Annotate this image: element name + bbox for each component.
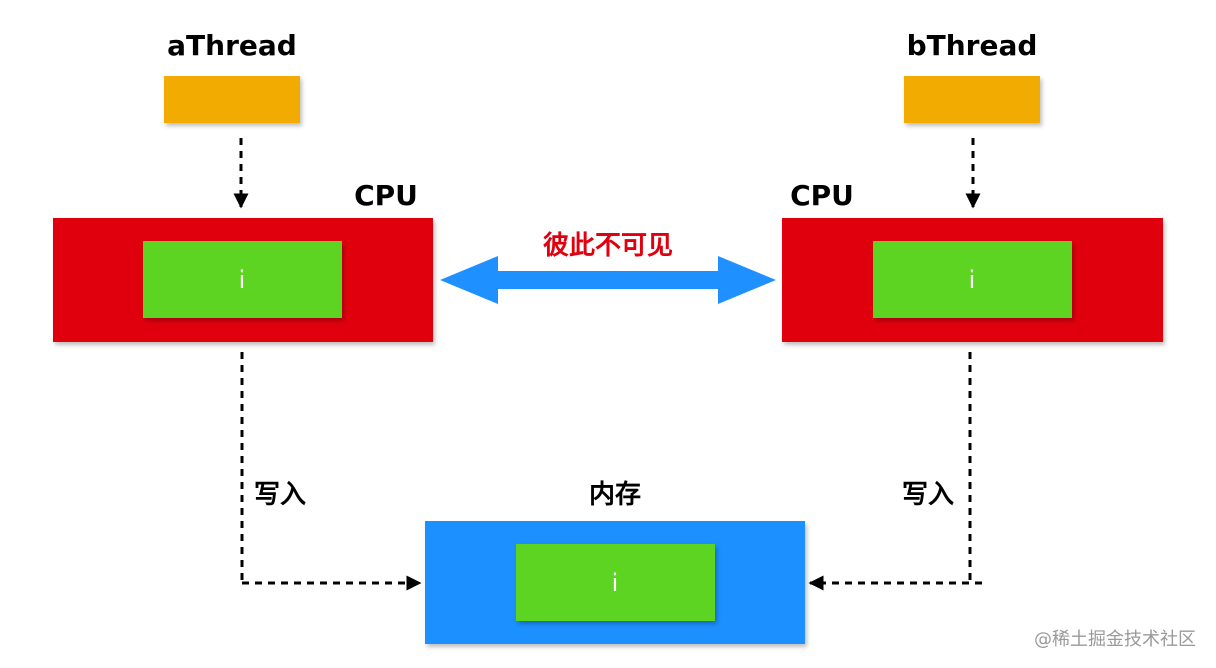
cpu-a-var-label: i — [239, 266, 246, 294]
cpu-b-label: CPU — [790, 179, 854, 212]
memory-var — [516, 544, 715, 621]
write-b-label: 写入 — [902, 480, 954, 510]
athread-label: aThread — [167, 29, 297, 62]
cpu-b-cache-var — [873, 241, 1072, 318]
bthread-label: bThread — [907, 29, 1038, 62]
memory-var-label: i — [612, 569, 619, 597]
watermark: @稀土掘金技术社区 — [1034, 629, 1196, 650]
bidirectional-arrow — [440, 256, 776, 304]
cpu-a-label: CPU — [354, 179, 418, 212]
memory-label: 内存 — [589, 480, 641, 510]
athread-box — [164, 76, 300, 123]
cpu-a-cache-var — [143, 241, 342, 318]
cpu-b-var-label: i — [969, 266, 976, 294]
invisible-label: 彼此不可见 — [543, 231, 673, 261]
bthread-box — [904, 76, 1040, 123]
write-a-label: 写入 — [254, 480, 306, 510]
